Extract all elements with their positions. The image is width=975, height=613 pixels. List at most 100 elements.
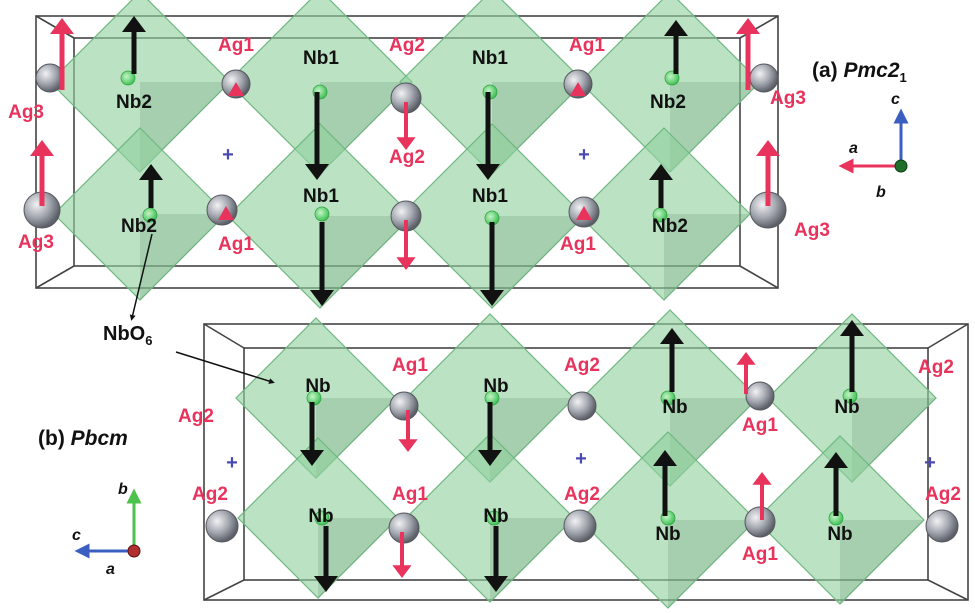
panel-a-title-prefix: (a) (812, 59, 844, 82)
ag3-arrow-up-head (30, 140, 54, 156)
axis-triad-b: b c a (72, 481, 142, 578)
label-ag2: Ag2 (192, 484, 228, 505)
label-ag1: Ag1 (218, 35, 254, 56)
nb1-arrow-down-head (480, 290, 504, 306)
label-ag1: Ag1 (218, 234, 254, 255)
nb2-arrow-up-head (649, 164, 673, 180)
ag-up-triangle (218, 206, 234, 220)
label-ag2: Ag2 (178, 406, 214, 427)
ag-up-triangle (570, 82, 586, 96)
ag2-arrow-down-head (396, 257, 416, 270)
nbo6-octahedron-shade (492, 216, 584, 308)
nbo6-octahedron-shade (670, 82, 760, 172)
label-ag1: Ag1 (742, 544, 778, 565)
label-ag3: Ag3 (794, 220, 830, 241)
label-nb1: Nb1 (472, 48, 508, 69)
label-nb: Nb (662, 397, 687, 418)
nb-arrow-up-head (824, 452, 848, 468)
label-nb: Nb (834, 397, 859, 418)
ag1-arrow-up-head (752, 472, 772, 485)
nbo6-octahedron-shade (140, 82, 230, 172)
panel-b: + + + Ag1 Ag2 Ag2 Nb Nb Nb Nb Ag2 Ag1 Ag… (38, 309, 969, 609)
unit-cell-box-b (203, 323, 969, 601)
label-nb: Nb (483, 376, 508, 397)
label-nb: Nb (305, 376, 330, 397)
label-ag1: Ag1 (392, 355, 428, 376)
nbo6-octahedron-shade (664, 214, 750, 300)
nbo6-octahedron-shade (490, 518, 574, 602)
ag-atom (563, 509, 597, 543)
label-ag3: Ag3 (18, 232, 54, 253)
nbo6-octahedron-shade (852, 398, 936, 482)
ag3-arrow-up-head (756, 140, 780, 156)
nbo6-octahedron-shade (318, 518, 398, 598)
center-marker: + (924, 452, 936, 474)
ag-atom (567, 391, 597, 421)
panel-a-title-symbol: Pmc2 (844, 59, 900, 82)
label-nb2: Nb2 (650, 92, 686, 113)
label-ag1: Ag1 (742, 415, 778, 436)
nb-atom (314, 206, 330, 222)
nbo6-octahedron-shade (140, 214, 226, 300)
label-nb: Nb (655, 524, 680, 545)
nbo6-octahedron-shade (320, 216, 412, 308)
displacement-arrows-b (300, 320, 864, 592)
label-ag2: Ag2 (564, 484, 600, 505)
center-marker: + (575, 448, 587, 470)
nb-arrow-down-head (314, 576, 338, 592)
nb-arrow-up-head (660, 328, 684, 344)
ag3-arrow-up-head (736, 18, 760, 34)
nb-atom (660, 390, 676, 406)
nb2-arrow-up-head (122, 16, 146, 32)
ag-up-triangle (576, 206, 592, 220)
nbo6-octahedron-shade (840, 520, 924, 604)
axis-label-c: c (72, 527, 81, 544)
nb-atom (486, 510, 502, 526)
panel-b-title-symbol: Pbcm (71, 427, 128, 450)
axis-label-b: b (876, 184, 886, 201)
label-ag1: Ag1 (392, 484, 428, 505)
nb-atoms-b (306, 388, 858, 526)
label-ag2: Ag2 (918, 357, 954, 378)
ag-atom (925, 509, 959, 543)
nb-atom (664, 70, 680, 86)
axis-triad-a: c a b (838, 91, 909, 201)
label-ag1: Ag1 (569, 35, 605, 56)
nbo6-main: NbO (103, 323, 145, 345)
nb2-arrow-up-head (139, 164, 163, 180)
label-ag1: Ag1 (560, 234, 596, 255)
label-nb1: Nb1 (472, 186, 508, 207)
ag-up-triangle (228, 82, 244, 96)
nb-arrow-down-head (484, 576, 508, 592)
nbo6-label: NbO6 (103, 323, 152, 348)
nb-atom (314, 510, 330, 526)
ag1-arrow-down-head (392, 565, 412, 578)
ag-atom (389, 391, 419, 421)
ag-atom (745, 381, 775, 411)
nb1-arrow-down-head (305, 164, 329, 180)
nb-arrow-up-head (840, 320, 864, 336)
label-ag3: Ag3 (770, 88, 806, 109)
label-nb1: Nb1 (303, 48, 339, 69)
label-ag3: Ag3 (8, 102, 44, 123)
axis-label-b: b (118, 481, 128, 498)
panel-a: + + Ag1 Ag2 Ag1 Nb1 Nb1 Nb2 Nb2 Ag3 Ag3 … (8, 0, 909, 309)
panel-b-title: (b) Pbcm (38, 427, 128, 450)
ag1-arrow-down-head (398, 439, 418, 452)
nb1-arrow-down-head (476, 164, 500, 180)
atom-labels-b: Ag1 Ag2 Ag2 Nb Nb Nb Nb Ag2 Ag1 Ag2 Ag1 … (178, 355, 961, 565)
panel-b-title-prefix: (b) (38, 427, 71, 450)
panel-a-title-subscript: 1 (900, 70, 907, 85)
ag-atoms-b (205, 381, 959, 544)
ag-atom (206, 194, 238, 226)
atom-labels-a: Ag1 Ag2 Ag1 Nb1 Nb1 Nb2 Nb2 Ag3 Ag3 Ag2 … (8, 35, 830, 255)
label-nb: Nb (308, 506, 333, 527)
center-marker: + (222, 144, 234, 166)
axis-label-a: a (106, 561, 115, 578)
label-nb2: Nb2 (652, 216, 688, 237)
label-nb1: Nb1 (303, 186, 339, 207)
displacement-arrows-a (30, 16, 780, 306)
octahedra-layer-b (235, 309, 937, 609)
